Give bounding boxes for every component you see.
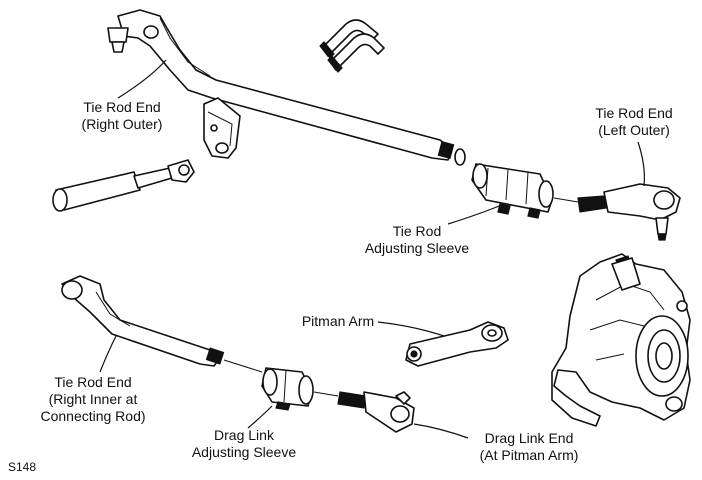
label-tie-rod-end-right-inner: Tie Rod End (Right Inner at Connecting R… [40,374,146,424]
tie-rod-adjusting-sleeve-part [471,163,554,219]
label-tie-rod-adjusting-sleeve: Tie Rod Adjusting Sleeve [364,223,470,256]
leader-drag-end [413,423,469,439]
label-drag-link-adjusting-sleeve: Drag Link Adjusting Sleeve [191,427,297,460]
steering-damper [52,159,195,212]
label-pitman-arm: Pitman Arm [301,313,375,329]
leader-tie-rod-sleeve [447,203,505,225]
label-tie-rod-end-right-outer: Tie Rod End (Right Outer) [81,99,163,132]
leader-right-inner [99,335,117,373]
figure-code: S148 [8,460,37,474]
label-drag-link-end: Drag Link End (At Pitman Arm) [479,430,579,463]
leader-pitman-arm [377,321,445,337]
u-bolt-clamp [319,19,385,73]
tie-rod-right-inner-part [61,275,225,367]
drag-link-end-part [337,391,415,433]
tie-rod-end-left-outer-part [553,183,681,241]
mounting-bracket [203,97,241,159]
label-tie-rod-end-left-outer: Tie Rod End (Left Outer) [595,105,673,138]
tie-rod-right-outer [107,9,466,166]
leader-drag-sleeve [247,405,273,429]
leader-left-outer [637,141,645,187]
leader-right-outer [117,59,167,99]
steering-knuckle-part [551,253,691,427]
pitman-arm-part [405,321,509,367]
drag-link-adjusting-sleeve-part [223,359,339,411]
